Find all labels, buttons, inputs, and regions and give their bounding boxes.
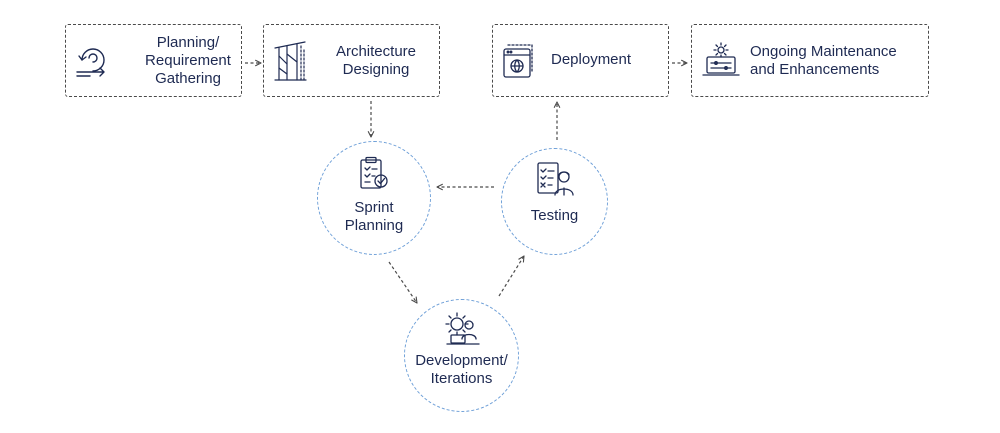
web-window-icon: [502, 43, 534, 84]
developer-gear-icon: [443, 311, 481, 352]
arrow-sprint-to-development: [388, 261, 417, 303]
cycle-arrows-icon: [74, 42, 114, 85]
arrow-development-to-testing: [498, 256, 524, 297]
development-circle: Development/ Iterations: [404, 299, 519, 412]
laptop-gear-icon: [702, 41, 740, 84]
sprint-planning-circle: Sprint Planning: [317, 141, 431, 255]
planning-stage-label: Planning/ Requirement Gathering: [145, 34, 231, 87]
development-label: Development/ Iterations: [415, 352, 508, 387]
testing-label: Testing: [530, 207, 579, 224]
sprint-planning-label: Sprint Planning: [344, 199, 404, 234]
tester-checklist-icon: [536, 161, 574, 202]
deployment-stage-box: Deployment: [492, 24, 669, 97]
maintenance-stage-box: Ongoing Maintenance and Enhancements: [691, 24, 929, 97]
architecture-stage-box: Architecture Designing: [263, 24, 440, 97]
testing-circle: Testing: [501, 148, 608, 255]
building-frame-icon: [273, 40, 307, 87]
deployment-stage-label: Deployment: [551, 51, 632, 68]
clipboard-check-icon: [359, 156, 389, 195]
planning-stage-box: Planning/ Requirement Gathering: [65, 24, 242, 97]
architecture-stage-label: Architecture Designing: [335, 43, 417, 78]
maintenance-stage-label: Ongoing Maintenance and Enhancements: [750, 43, 897, 78]
